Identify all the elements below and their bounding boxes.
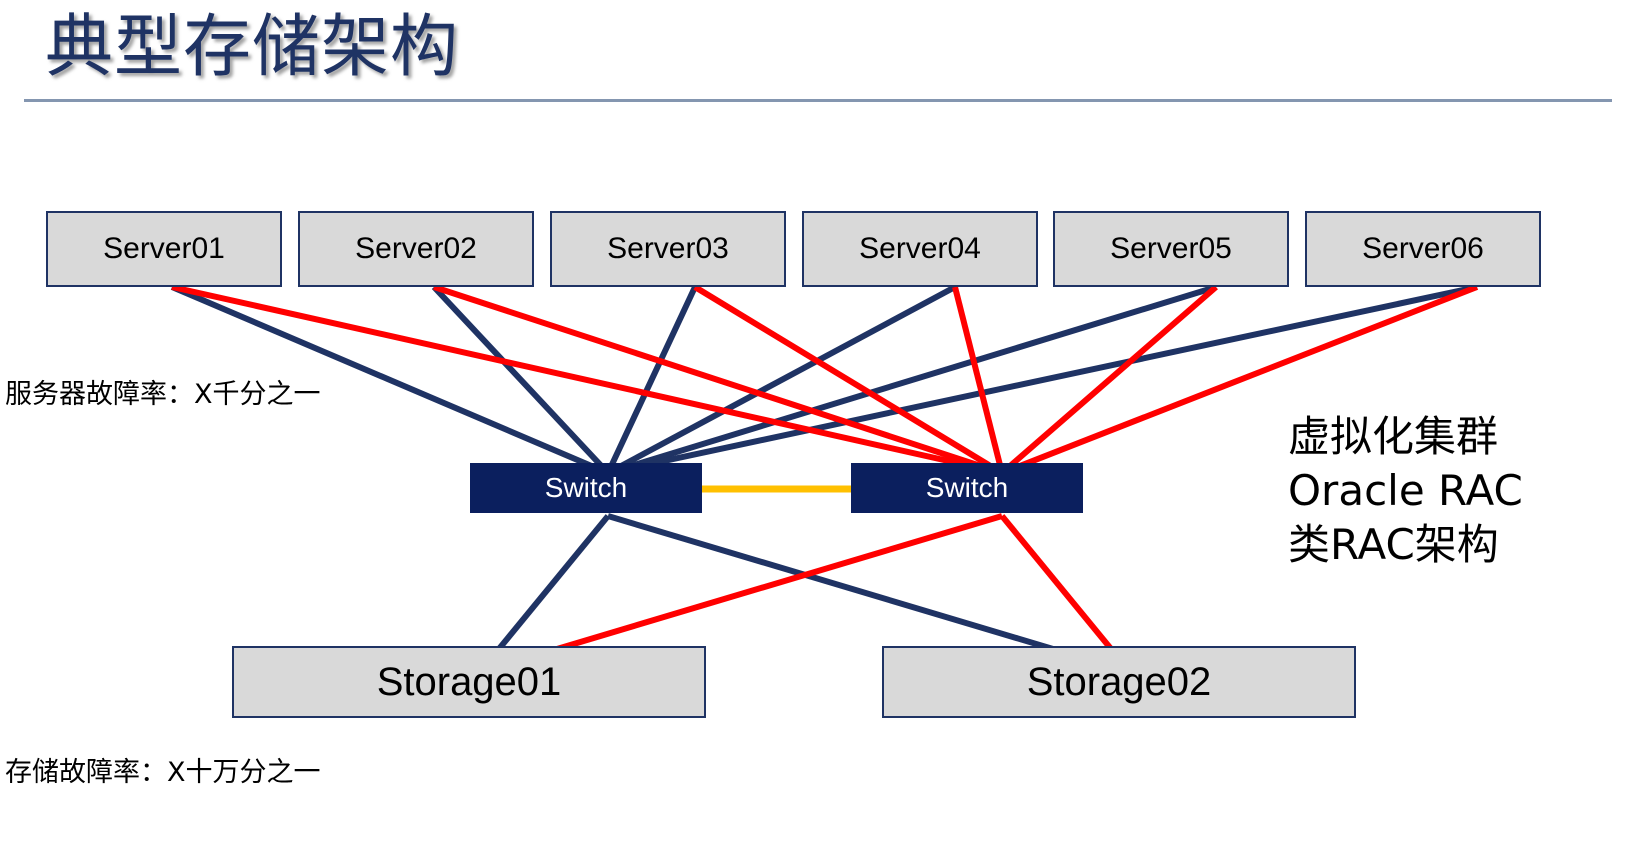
right-note-line-2: Oracle RAC (1288, 466, 1523, 515)
node-storage-02[interactable]: Storage02 (882, 646, 1356, 718)
node-label: Server04 (859, 232, 981, 265)
page-title: 典型存储架构 (45, 8, 460, 87)
annotation-server-failure-rate: 服务器故障率：X千分之一 (5, 379, 321, 410)
node-server-01[interactable]: Server01 (46, 211, 282, 287)
node-label: Server02 (355, 232, 477, 265)
links-servers-to-switch2 (171, 284, 1479, 476)
title-divider (24, 99, 1612, 102)
node-label: Server01 (103, 232, 225, 265)
node-server-04[interactable]: Server04 (802, 211, 1038, 287)
node-label: Server03 (607, 232, 729, 265)
node-server-06[interactable]: Server06 (1305, 211, 1541, 287)
node-label: Switch (925, 472, 1009, 503)
node-storage-01[interactable]: Storage01 (232, 646, 706, 718)
node-server-03[interactable]: Server03 (550, 211, 786, 287)
links-servers-to-switch1 (170, 284, 1478, 476)
node-switch-02[interactable]: Switch (851, 463, 1083, 513)
node-label: Storage01 (376, 659, 562, 704)
annotation-storage-failure-rate: 存储故障率：X十万分之一 (5, 757, 321, 788)
node-label: Switch (544, 472, 628, 503)
node-label: Server06 (1362, 232, 1484, 265)
node-label: Server05 (1110, 232, 1232, 265)
node-server-02[interactable]: Server02 (298, 211, 534, 287)
node-switch-01[interactable]: Switch (470, 463, 702, 513)
node-server-05[interactable]: Server05 (1053, 211, 1289, 287)
right-note-line-1: 虚拟化集群 (1288, 412, 1499, 461)
node-label: Storage02 (1026, 659, 1212, 704)
right-notes-block: 虚拟化集群 Oracle RAC 类RAC架构 (1288, 410, 1523, 572)
right-note-line-3: 类RAC架构 (1288, 520, 1499, 569)
